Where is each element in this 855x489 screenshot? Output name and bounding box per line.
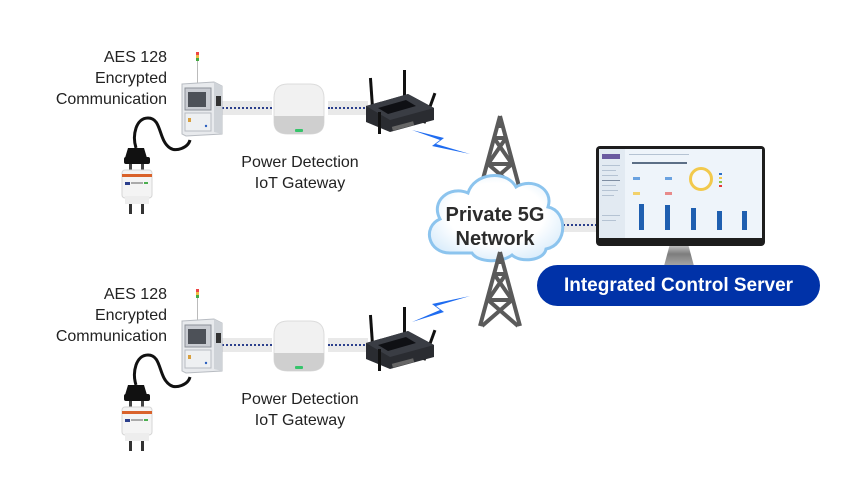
- dashboard-bar: [742, 211, 747, 230]
- gateway-label-line: IoT Gateway: [254, 412, 346, 429]
- lightning-bolt-icon: [412, 130, 470, 154]
- encryption-label-line: AES 128: [103, 49, 167, 66]
- encryption-label-line: Communication: [55, 91, 167, 108]
- dashboard-value-tag: [633, 177, 640, 180]
- dashboard-bar: [665, 205, 670, 230]
- dashboard-bar: [691, 208, 696, 230]
- gateway-label: Power Detection IoT Gateway: [210, 152, 390, 194]
- server-label: Integrated Control Server: [537, 265, 820, 306]
- dashboard-legend-swatch: [719, 185, 722, 187]
- dashboard-legend-swatch: [719, 181, 722, 183]
- connection-network-server: [560, 218, 600, 232]
- sidebar-line: [602, 215, 620, 216]
- connection-gateway-router-2: [328, 338, 368, 352]
- sidebar-line: [602, 190, 618, 191]
- network-label-line: Network: [455, 228, 535, 250]
- monitor-stand: [664, 246, 694, 266]
- sidebar-line: [602, 165, 620, 166]
- network-label-line: Private 5G: [445, 204, 545, 226]
- sidebar-line: [602, 175, 618, 176]
- sidebar-line: [602, 220, 616, 221]
- dashboard-value-tag: [665, 192, 672, 195]
- sidebar-line: [602, 195, 614, 196]
- dashboard-screen: [599, 149, 762, 238]
- cloud-icon: [428, 174, 565, 263]
- sidebar-line: [602, 180, 620, 181]
- connection-machine-gateway-2: [222, 338, 272, 352]
- lte-router-icon: [366, 70, 437, 134]
- dashboard-topbar: [629, 154, 689, 155]
- sidebar-line: [602, 170, 616, 171]
- dashboard-legend-swatch: [719, 177, 722, 179]
- power-plug-sensor-icon: [121, 116, 192, 214]
- dashboard-sidebar: [599, 149, 625, 238]
- encryption-label: AES 128 Encrypted Communication: [0, 47, 167, 110]
- dashboard-title: [632, 162, 687, 164]
- dashboard-donut-chart: [689, 167, 713, 191]
- dashboard-value-tag: [633, 192, 640, 195]
- power-plug-sensor-icon: [121, 353, 192, 451]
- dashboard-value-tag: [665, 177, 672, 180]
- industrial-machine-icon: [181, 52, 223, 137]
- sidebar-line: [602, 185, 616, 186]
- encryption-label-line: Encrypted: [94, 70, 167, 87]
- encryption-label: AES 128 Encrypted Communication: [0, 284, 167, 347]
- lightning-bolt-icon: [412, 296, 470, 322]
- monitor-icon: [596, 146, 765, 246]
- dashboard-bar: [717, 211, 722, 230]
- lte-router-icon: [366, 307, 437, 371]
- gateway-label: Power Detection IoT Gateway: [210, 389, 390, 431]
- network-label: Private 5G Network: [430, 203, 560, 251]
- encryption-label-line: Communication: [55, 328, 167, 345]
- connection-gateway-router-1: [328, 101, 368, 115]
- iot-gateway-icon: [273, 83, 325, 135]
- gateway-label-line: Power Detection: [241, 391, 359, 408]
- iot-gateway-icon: [273, 320, 325, 372]
- connection-machine-gateway-1: [222, 101, 272, 115]
- gateway-label-line: Power Detection: [241, 154, 359, 171]
- gateway-label-line: IoT Gateway: [254, 175, 346, 192]
- dashboard-bar: [639, 204, 644, 230]
- encryption-label-line: Encrypted: [94, 307, 167, 324]
- encryption-label-line: AES 128: [103, 286, 167, 303]
- dashboard-legend-swatch: [719, 173, 722, 175]
- cell-tower-icon: [478, 251, 522, 328]
- industrial-machine-icon: [181, 289, 223, 374]
- dashboard-logo: [602, 154, 620, 159]
